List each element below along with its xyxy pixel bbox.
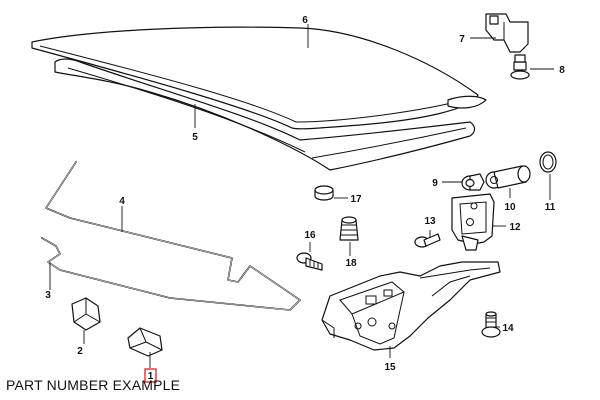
part-18-spring-buffer[interactable] <box>339 216 359 241</box>
callout-10: 10 <box>504 202 516 213</box>
callout-labels: 6 5 7 8 9 10 11 12 13 4 3 2 17 18 16 15 … <box>45 15 565 383</box>
part-5-seal-frame[interactable] <box>54 58 476 171</box>
part-4-torsion-bar[interactable] <box>41 161 301 311</box>
part-11-ring[interactable] <box>539 151 557 173</box>
callout-14: 14 <box>502 323 514 334</box>
part-7-hinge-bracket[interactable] <box>485 13 529 53</box>
part-14-bolt[interactable] <box>481 311 501 338</box>
part-6-trunk-lid[interactable] <box>31 26 487 130</box>
callout-3: 3 <box>45 290 51 301</box>
callout-12: 12 <box>509 222 521 233</box>
part-2-bushing[interactable] <box>71 297 101 331</box>
callout-5: 5 <box>192 132 198 143</box>
part-17-rubber-buffer[interactable] <box>314 185 334 201</box>
callout-17: 17 <box>350 194 362 205</box>
part-13-bolt[interactable] <box>414 233 441 248</box>
part-12-lock-mechanism[interactable] <box>451 193 495 251</box>
part-9-cylinder[interactable] <box>461 173 485 191</box>
callout-2: 2 <box>77 346 83 357</box>
callout-1-highlight-box <box>144 368 157 383</box>
callout-1: 1 <box>148 371 154 382</box>
part-10-lock-cylinder[interactable] <box>485 165 531 189</box>
leader-lines <box>49 24 554 368</box>
callout-7: 7 <box>459 34 465 45</box>
callout-8: 8 <box>559 65 565 76</box>
callout-13: 13 <box>424 216 436 227</box>
callout-16: 16 <box>304 230 316 241</box>
callout-18: 18 <box>345 258 357 269</box>
part-1-clip[interactable] <box>127 327 163 357</box>
part-number-example-caption: PART NUMBER EXAMPLE <box>6 377 181 393</box>
callout-6: 6 <box>302 15 308 26</box>
callout-4: 4 <box>119 196 125 207</box>
part-16-bolt[interactable] <box>296 252 323 271</box>
callout-9: 9 <box>432 178 438 189</box>
part-15-latch-bracket[interactable] <box>321 261 501 351</box>
callout-15: 15 <box>384 362 396 373</box>
callout-11: 11 <box>545 202 556 213</box>
part-8-bolt[interactable] <box>510 54 530 80</box>
